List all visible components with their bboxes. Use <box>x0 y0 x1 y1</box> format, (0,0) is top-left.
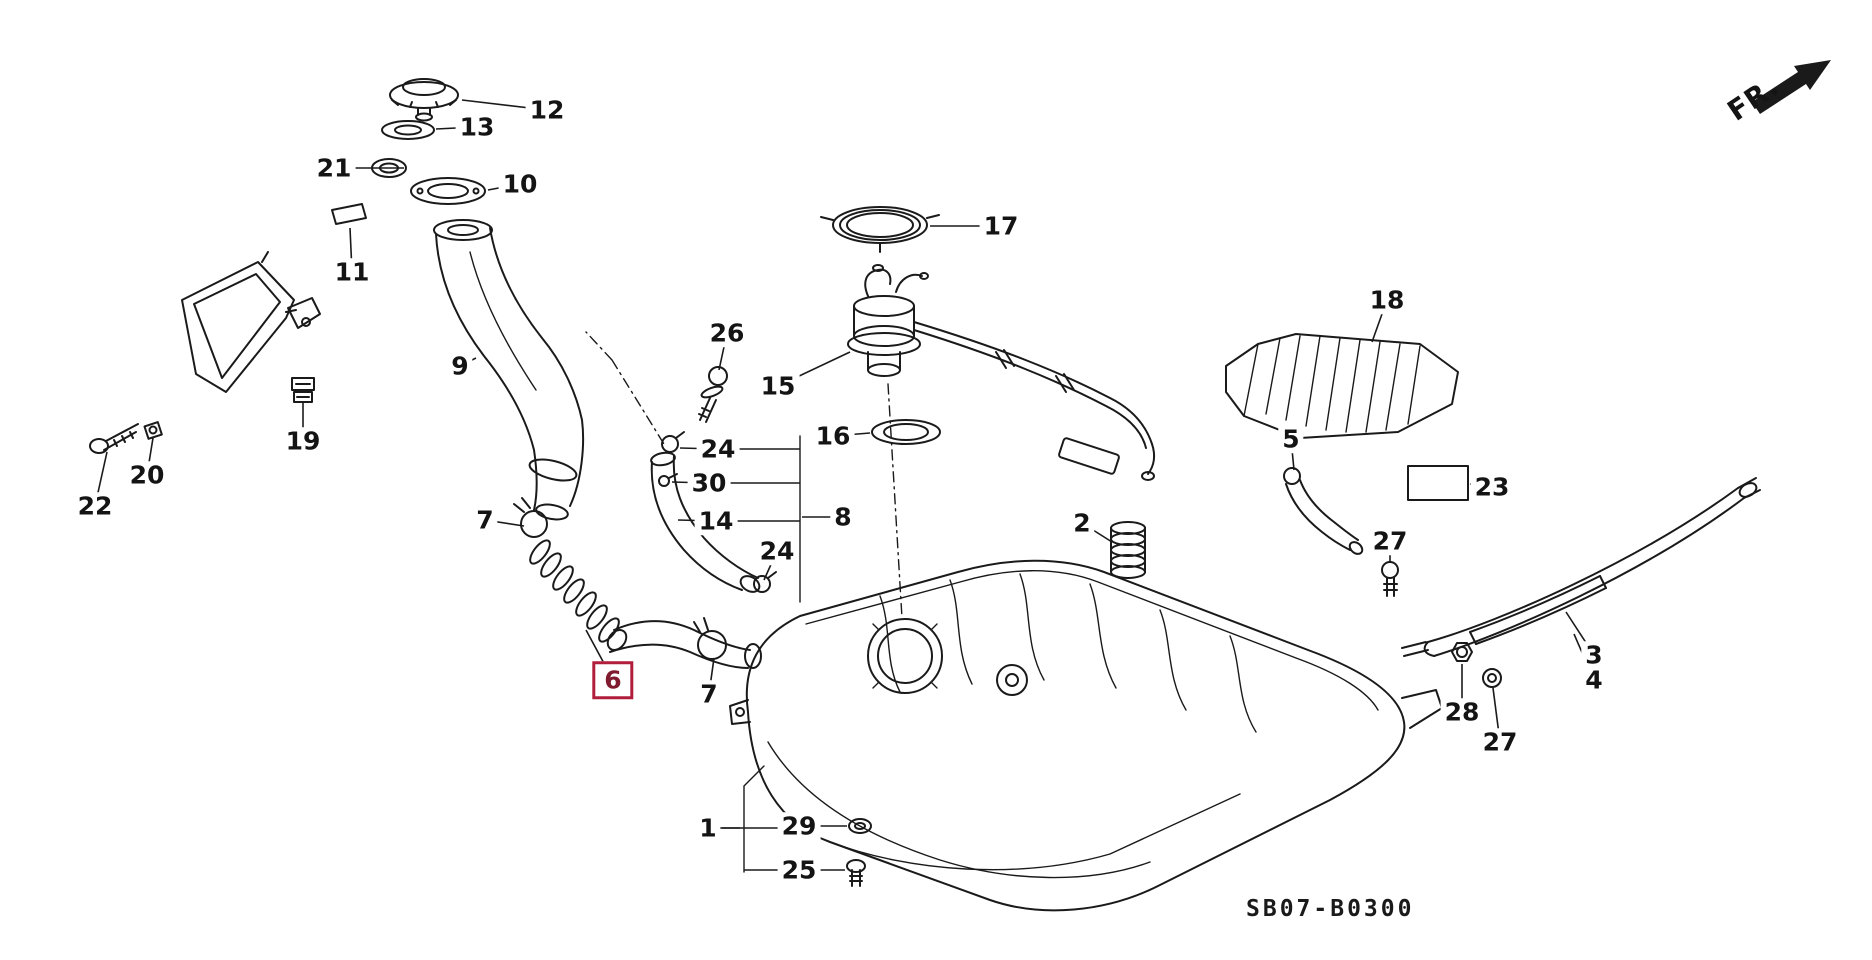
tank-straps <box>1401 477 1761 657</box>
part-callout-7[interactable]: 7 <box>472 506 498 534</box>
part-callout-7[interactable]: 7 <box>696 680 722 708</box>
part-callout-27[interactable]: 27 <box>1478 728 1522 756</box>
fuel-tank-body <box>729 559 1443 912</box>
fuel-filler-door <box>181 251 321 393</box>
heat-shield <box>1225 333 1459 439</box>
filler-hoses <box>513 497 751 669</box>
part-callout-19[interactable]: 19 <box>281 427 325 455</box>
part-callout-5[interactable]: 5 <box>1278 425 1304 453</box>
part-callout-22[interactable]: 22 <box>73 492 117 520</box>
part-callout-12[interactable]: 12 <box>525 96 569 124</box>
filler-neck <box>433 219 585 521</box>
part-callout-1[interactable]: 1 <box>695 814 721 842</box>
part-callout-8[interactable]: 8 <box>830 503 856 531</box>
part-callout-20[interactable]: 20 <box>125 461 169 489</box>
part-callout-10[interactable]: 10 <box>498 170 542 198</box>
part-callout-9[interactable]: 9 <box>447 352 473 380</box>
part-callout-27[interactable]: 27 <box>1368 527 1412 555</box>
part-callout-3[interactable]: 3 <box>1581 641 1607 669</box>
part-callout-24[interactable]: 24 <box>755 537 799 565</box>
part-callout-18[interactable]: 18 <box>1365 286 1409 314</box>
breather-pipe-5 <box>1283 467 1364 555</box>
part-callout-26[interactable]: 26 <box>705 319 749 347</box>
part-callout-29[interactable]: 29 <box>777 812 821 840</box>
part-callout-2[interactable]: 2 <box>1069 509 1095 537</box>
part-callout-17[interactable]: 17 <box>979 212 1023 240</box>
part-callout-25[interactable]: 25 <box>777 856 821 884</box>
small-fasteners <box>846 642 1502 887</box>
fr-arrow-icon <box>1752 60 1831 114</box>
part-callout-6-selected[interactable]: 6 <box>592 661 634 699</box>
diagram-code: SB07-B0300 <box>1246 896 1415 922</box>
part-callout-13[interactable]: 13 <box>455 113 499 141</box>
part-callout-28[interactable]: 28 <box>1440 698 1484 726</box>
part-callout-21[interactable]: 21 <box>312 154 356 182</box>
part-callout-15[interactable]: 15 <box>756 372 800 400</box>
part-callout-11[interactable]: 11 <box>330 258 374 286</box>
part-callout-24[interactable]: 24 <box>696 435 740 463</box>
part-callout-14[interactable]: 14 <box>694 507 738 535</box>
part-callout-16[interactable]: 16 <box>811 422 855 450</box>
part-callout-30[interactable]: 30 <box>687 469 731 497</box>
door-fasteners <box>89 377 315 454</box>
part-callout-4[interactable]: 4 <box>1581 666 1607 694</box>
locking-ring <box>820 206 940 253</box>
fuel-sender-unit <box>847 264 1156 619</box>
bracket-23-group <box>1381 465 1469 597</box>
part-callout-23[interactable]: 23 <box>1470 473 1514 501</box>
hose-14-group <box>585 331 801 603</box>
